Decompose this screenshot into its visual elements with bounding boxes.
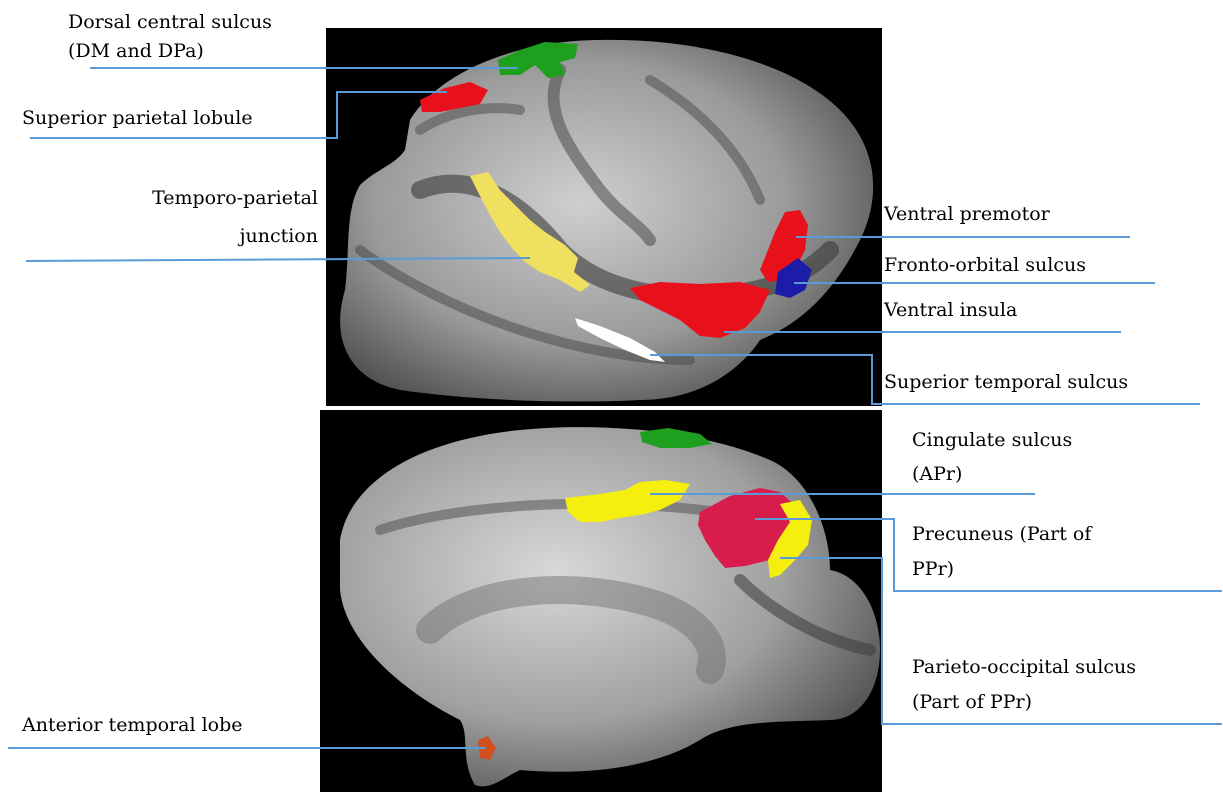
label-cingulate-sulcus-line1: Cingulate sulcus xyxy=(912,428,1072,453)
label-cingulate-sulcus-line2: (APr) xyxy=(912,462,962,487)
label-temporo-parietal-junction-line2: junction xyxy=(60,224,318,249)
label-superior-temporal-sulcus: Superior temporal sulcus xyxy=(884,370,1128,395)
label-dorsal-central-sulcus-line2: (DM and DPa) xyxy=(68,39,204,64)
label-fronto-orbital-sulcus: Fronto-orbital sulcus xyxy=(884,253,1086,278)
label-parieto-occipital-sulcus-line2: (Part of PPr) xyxy=(912,690,1032,715)
label-dorsal-central-sulcus-line1: Dorsal central sulcus xyxy=(68,10,272,35)
label-ventral-insula: Ventral insula xyxy=(884,298,1017,323)
label-precuneus-line2: PPr) xyxy=(912,557,954,582)
label-ventral-premotor: Ventral premotor xyxy=(884,202,1050,227)
label-precuneus-line1: Precuneus (Part of xyxy=(912,522,1091,547)
label-superior-parietal-lobule: Superior parietal lobule xyxy=(22,106,253,131)
label-temporo-parietal-junction-line1: Temporo-parietal xyxy=(60,186,318,211)
label-anterior-temporal-lobe: Anterior temporal lobe xyxy=(22,713,243,738)
label-parieto-occipital-sulcus-line1: Parieto-occipital sulcus xyxy=(912,655,1136,680)
